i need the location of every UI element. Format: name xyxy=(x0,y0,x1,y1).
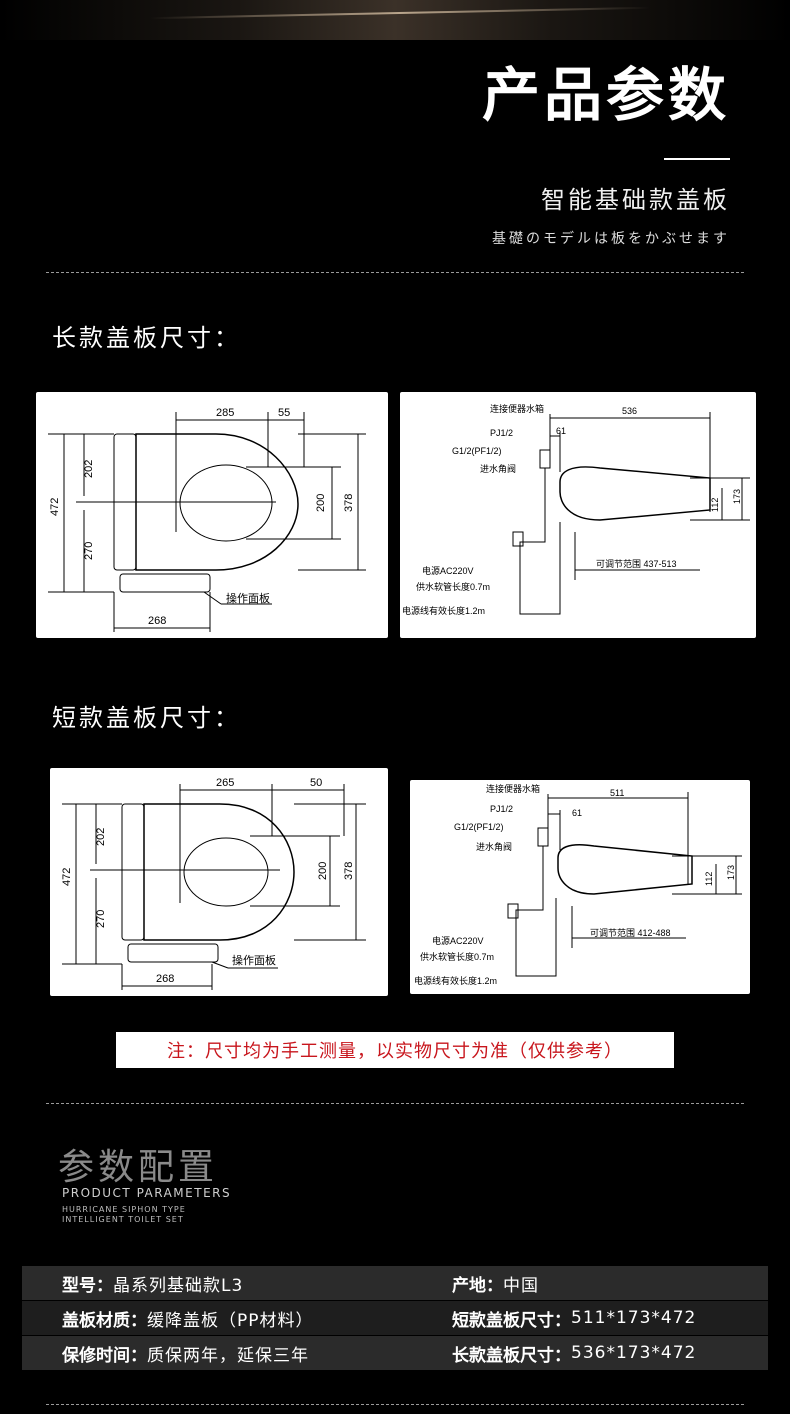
valve-label: 进水角阀 xyxy=(476,841,512,852)
measurement-note: 注：尺寸均为手工测量，以实物尺寸为准（仅供参考） xyxy=(116,1032,674,1068)
dim-200: 200 xyxy=(317,862,329,880)
power-label: 电源AC220V xyxy=(432,935,484,946)
divider xyxy=(46,1404,744,1405)
dim-472: 472 xyxy=(61,868,73,886)
title-underline xyxy=(664,158,730,160)
long-seat-title: 长款盖板尺寸： xyxy=(52,324,241,352)
long-top-view-svg: 285 55 472 202 270 200 378 268 操作面板 xyxy=(48,407,366,632)
long-side-view-diagram: 连接便器水箱 PJ1/2 G1/2(PF1/2) 进水角阀 536 61 112… xyxy=(400,392,756,638)
short-seat-title: 短款盖板尺寸： xyxy=(52,704,241,732)
pj-label: PJ1/2 xyxy=(490,428,513,438)
params-subtitle: HURRICANE SIPHON TYPE INTELLIGENT TOILET… xyxy=(62,1205,186,1225)
dim-112: 112 xyxy=(710,498,720,512)
dim-378: 378 xyxy=(343,494,355,512)
params-title-en: PRODUCT PARAMETERS xyxy=(62,1186,232,1200)
short-top-view-svg: 265 50 472 202 270 200 378 268 操作面板 xyxy=(61,777,366,990)
spec-label: 长款盖板尺寸： xyxy=(452,1345,571,1366)
dim-536: 536 xyxy=(622,406,637,416)
dim-202: 202 xyxy=(95,828,107,846)
dim-173: 173 xyxy=(732,489,742,504)
dim-270: 270 xyxy=(95,910,107,928)
pj-label: PJ1/2 xyxy=(490,804,513,814)
g12-label: G1/2(PF1/2) xyxy=(454,822,504,832)
spec-value: 511*173*472 xyxy=(571,1308,697,1328)
dim-55: 55 xyxy=(278,407,290,419)
dim-200: 200 xyxy=(315,494,327,512)
spec-label: 保修时间： xyxy=(62,1345,147,1366)
dim-270: 270 xyxy=(83,542,95,560)
short-top-view-diagram: 265 50 472 202 270 200 378 268 操作面板 xyxy=(50,768,388,996)
params-subtitle-1: HURRICANE SIPHON TYPE xyxy=(62,1205,186,1214)
params-title: 参数配置 xyxy=(58,1147,219,1188)
dim-61: 61 xyxy=(572,808,582,818)
dim-265: 265 xyxy=(216,777,234,789)
valve-label: 进水角阀 xyxy=(480,463,516,474)
g12-label: G1/2(PF1/2) xyxy=(452,446,502,456)
spec-row: 型号：晶系列基础款L3 产地：中国 xyxy=(22,1266,768,1300)
header-decoration xyxy=(0,0,790,40)
dim-173: 173 xyxy=(726,865,736,880)
page-subtitle: 智能基础款盖板 xyxy=(541,186,730,214)
short-side-view-diagram: 连接便器水箱 PJ1/2 G1/2(PF1/2) 进水角阀 511 61 112… xyxy=(410,780,750,994)
dim-50: 50 xyxy=(310,777,322,789)
tank-label: 连接便器水箱 xyxy=(490,403,544,414)
dim-268: 268 xyxy=(148,615,166,627)
dim-202: 202 xyxy=(83,460,95,478)
spec-label: 盖板材质： xyxy=(62,1310,147,1331)
long-top-view-diagram: 285 55 472 202 270 200 378 268 操作面板 xyxy=(36,392,388,638)
spec-value: 缓降盖板（PP材料） xyxy=(147,1310,314,1331)
dim-472: 472 xyxy=(49,498,61,516)
tank-label: 连接便器水箱 xyxy=(486,783,540,794)
hose-label: 供水软管长度0.7m xyxy=(416,581,490,592)
spec-label: 型号： xyxy=(62,1275,113,1296)
page-title: 产品参数 xyxy=(481,61,730,129)
dim-378: 378 xyxy=(343,862,355,880)
panel-label: 操作面板 xyxy=(226,591,270,605)
spec-value: 中国 xyxy=(503,1275,539,1296)
spec-value: 536*173*472 xyxy=(571,1343,697,1363)
spec-label: 短款盖板尺寸： xyxy=(452,1310,571,1331)
cable-label: 电源线有效长度1.2m xyxy=(402,605,485,616)
long-side-view-svg: 连接便器水箱 PJ1/2 G1/2(PF1/2) 进水角阀 536 61 112… xyxy=(402,403,750,616)
spec-label: 产地： xyxy=(452,1275,503,1296)
dim-112: 112 xyxy=(704,872,714,886)
page-subtitle-jp: 基礎のモデルは板をかぶせます xyxy=(492,231,730,247)
hose-label: 供水软管长度0.7m xyxy=(420,951,494,962)
cable-label: 电源线有效长度1.2m xyxy=(414,975,497,986)
short-side-view-svg: 连接便器水箱 PJ1/2 G1/2(PF1/2) 进水角阀 511 61 112… xyxy=(414,783,742,986)
divider xyxy=(46,272,744,273)
dim-285: 285 xyxy=(216,407,234,419)
spec-value: 晶系列基础款L3 xyxy=(113,1275,244,1296)
dim-511: 511 xyxy=(610,788,624,798)
power-label: 电源AC220V xyxy=(422,565,474,576)
dim-61: 61 xyxy=(556,426,566,436)
range-label: 可调节范围 412-488 xyxy=(590,927,671,938)
range-label: 可调节范围 437-513 xyxy=(596,558,677,569)
divider xyxy=(46,1103,744,1104)
dim-268: 268 xyxy=(156,973,174,985)
spec-row: 保修时间：质保两年，延保三年 长款盖板尺寸：536*173*472 xyxy=(22,1336,768,1370)
spec-value: 质保两年，延保三年 xyxy=(147,1345,309,1366)
panel-label: 操作面板 xyxy=(232,953,276,967)
spec-row: 盖板材质：缓降盖板（PP材料） 短款盖板尺寸：511*173*472 xyxy=(22,1301,768,1335)
params-subtitle-2: INTELLIGENT TOILET SET xyxy=(62,1215,184,1224)
